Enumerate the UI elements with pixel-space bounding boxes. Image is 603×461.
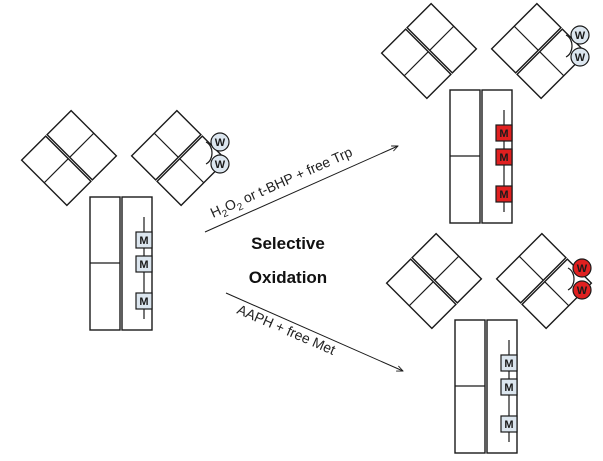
center-label-line1: Selective — [251, 234, 325, 253]
native-trp-tether — [205, 141, 213, 165]
trp-ox-met-label-2: M — [504, 382, 513, 394]
trp-ox-trp-label-1: W — [577, 263, 588, 275]
native-trp-marker-2 — [210, 154, 230, 174]
arrow-top-label: H2O2 or t-BHP + free Trp — [208, 144, 357, 225]
trp-ox-trp-tether — [567, 267, 575, 291]
trp-ox-trp-marker-2 — [572, 280, 592, 300]
arrow-bottom-label: AAPH + free Met — [235, 301, 338, 358]
arrow-bottom — [225, 292, 403, 371]
met-ox-met-marker-2 — [495, 148, 513, 166]
native-trp-label-2: W — [215, 159, 226, 171]
trp-ox-trp-label-2: W — [577, 285, 588, 297]
trp-ox-right-fab-divider-inner — [544, 281, 570, 307]
trp-ox-met-label-1: M — [504, 358, 513, 370]
native-met-marker-2 — [135, 255, 153, 273]
native-met-label-1: M — [139, 235, 148, 247]
met-ox-trp-label-2: W — [575, 52, 586, 64]
trp-ox-left-fab-divider-inner — [408, 281, 434, 307]
met-ox-left-fab-divider-inner — [403, 51, 429, 77]
met-ox-left-fab-divider-outer — [429, 25, 455, 51]
native-fab-right — [130, 109, 228, 207]
met-ox-fab-left — [380, 2, 478, 100]
native-trp-label-1: W — [215, 137, 226, 149]
met-ox-trp-marker-1 — [570, 25, 590, 45]
met-ox-trp-tether — [565, 34, 573, 58]
trp-ox-fab-left — [385, 232, 483, 330]
native-fab-left — [20, 109, 118, 207]
met-ox-trp-label-1: W — [575, 30, 586, 42]
met-ox-met-label-1: M — [499, 128, 508, 140]
met-ox-fab-right — [490, 2, 588, 100]
native-right-fab-divider-outer — [153, 132, 179, 158]
trp-ox-right-fab-divider-outer — [518, 255, 544, 281]
met-ox-met-label-2: M — [499, 152, 508, 164]
met-ox-right-fab-divider-inner — [539, 51, 565, 77]
native-met-marker-1 — [135, 231, 153, 249]
arrow-top — [204, 145, 398, 233]
trp-ox-met-marker-3 — [500, 415, 518, 433]
native-left-fab-divider-inner — [43, 158, 69, 184]
native-left-fab-divider-outer — [69, 132, 95, 158]
trp-ox-met-marker-2 — [500, 378, 518, 396]
native-met-label-3: M — [139, 296, 148, 308]
native-right-fab-divider-inner — [179, 158, 205, 184]
trp-ox-trp-marker-1 — [572, 258, 592, 278]
native-trp-marker-1 — [210, 132, 230, 152]
trp-ox-left-fab-divider-outer — [434, 255, 460, 281]
center-label-line2: Oxidation — [249, 268, 327, 287]
trp-ox-met-label-3: M — [504, 419, 513, 431]
native-met-marker-3 — [135, 292, 153, 310]
trp-ox-fab-right — [495, 232, 593, 330]
trp-ox-met-marker-1 — [500, 354, 518, 372]
met-ox-trp-marker-2 — [570, 47, 590, 67]
met-ox-met-marker-3 — [495, 185, 513, 203]
met-ox-right-fab-divider-outer — [513, 25, 539, 51]
met-ox-met-label-3: M — [499, 189, 508, 201]
native-met-label-2: M — [139, 259, 148, 271]
met-ox-met-marker-1 — [495, 124, 513, 142]
